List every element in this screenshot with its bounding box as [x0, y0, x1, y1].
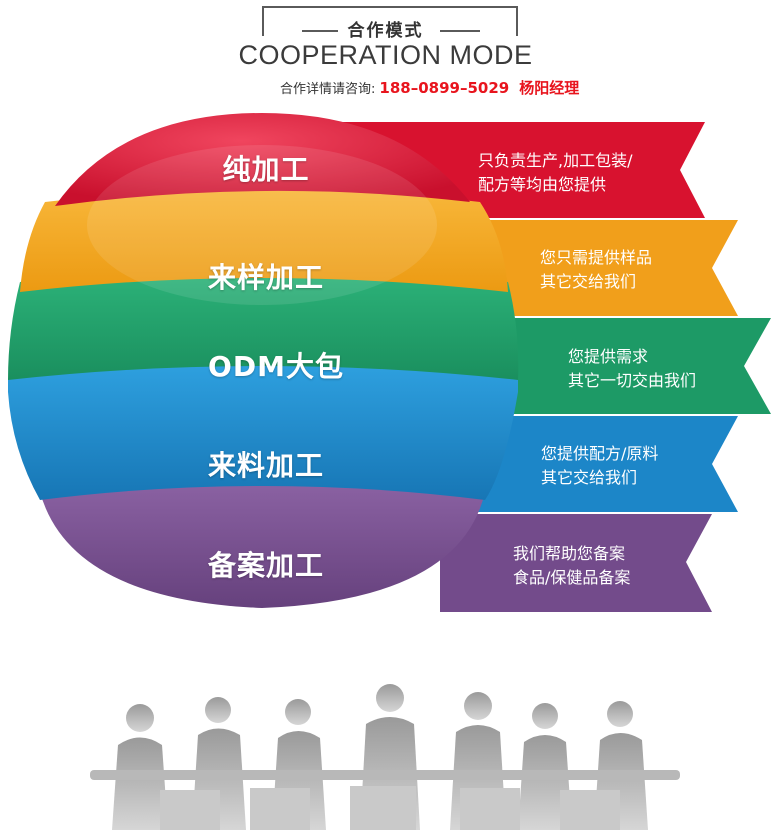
title-frame [262, 6, 518, 36]
sphere-layer-blue [8, 364, 518, 500]
ribbon-3 [450, 318, 771, 414]
ribbon-text-4: 您提供配方/原料 其它交给我们 [541, 442, 658, 490]
contact-phone: 188–0899–5029 [379, 79, 510, 97]
ribbon-3-line-1: 您提供需求 [568, 347, 649, 366]
contact-label: 合作详情请咨询: [280, 82, 376, 97]
contact-person: 杨阳经理 [519, 79, 580, 97]
ribbon-4-line-1: 您提供配方/原料 [541, 444, 659, 463]
cooperation-sphere-diagram [8, 113, 771, 612]
ribbon-1-line-2: 配方等均由您提供 [478, 175, 607, 194]
ribbon-1-line-1: 只负责生产,加工包装/ [478, 151, 633, 170]
page-title-en: COOPERATION MODE [238, 40, 533, 70]
sphere-layer-red [55, 113, 470, 206]
title-rule-right [440, 30, 480, 32]
ribbon-text-5: 我们帮助您备案 食品/保健品备案 [513, 542, 630, 590]
contact-line: 合作详情请咨询:188–0899–5029 杨阳经理 [280, 77, 579, 98]
meeting-silhouette-image [90, 684, 680, 830]
ribbon-text-1: 只负责生产,加工包装/ 配方等均由您提供 [478, 149, 632, 197]
ribbon-3-line-2: 其它一切交由我们 [568, 371, 697, 390]
ribbon-5-line-1: 我们帮助您备案 [513, 544, 626, 563]
ribbon-text-2: 您只需提供样品 其它交给我们 [540, 246, 652, 294]
layer-label-1: 纯加工 [222, 153, 310, 186]
layer-label-5: 备案加工 [207, 549, 324, 582]
sphere-layer-green [8, 268, 519, 380]
ribbon-2-line-1: 您只需提供样品 [540, 248, 653, 267]
sphere-layer-purple [40, 481, 485, 608]
ribbon-2-line-2: 其它交给我们 [540, 272, 637, 291]
title-rule-left [302, 30, 342, 32]
layer-label-4: 来料加工 [207, 449, 324, 482]
layer-label-3: ODM大包 [208, 350, 344, 383]
ribbon-text-3: 您提供需求 其它一切交由我们 [568, 345, 696, 393]
sphere-layer-orange [20, 189, 508, 292]
ribbon-4 [450, 416, 738, 512]
page-title-cn: 合作模式 [0, 16, 771, 41]
ribbon-5 [440, 514, 712, 612]
ribbon-5-line-2: 食品/保健品备案 [513, 568, 631, 587]
ribbon-4-line-2: 其它交给我们 [541, 468, 638, 487]
layer-label-2: 来样加工 [207, 261, 324, 294]
sphere-highlight [87, 145, 437, 305]
header: 合作模式 COOPERATION MODE 合作详情请咨询:188–0899–5… [0, 0, 771, 110]
